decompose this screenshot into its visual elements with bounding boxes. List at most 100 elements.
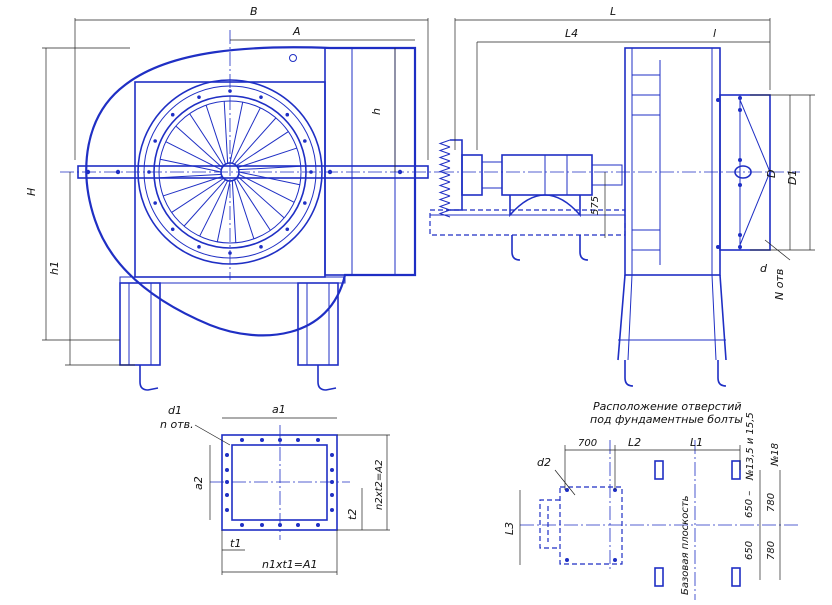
- dim-l: l: [713, 27, 716, 40]
- label-d2: d2: [537, 456, 551, 469]
- dim-780-a: 780: [766, 493, 777, 512]
- ring-bolt: [285, 112, 290, 117]
- dim-B: B: [250, 5, 258, 18]
- ring-bolt: [153, 201, 157, 205]
- bolt-hole: [654, 460, 664, 480]
- impeller-blade: [238, 165, 301, 171]
- pulley-tooth: [438, 167, 451, 176]
- inlet-nozzle: [719, 94, 771, 251]
- side-view: L L4 l D D1 d N отв 575: [429, 5, 815, 387]
- nozzle-bolt: [738, 96, 742, 100]
- foundation-view: Расположение отверстий под фундаментные …: [503, 400, 800, 600]
- ring-bolt: [197, 95, 201, 99]
- dim-780-b: 780: [766, 541, 777, 560]
- impeller-blade: [162, 176, 223, 197]
- nozzle-bolt: [738, 158, 742, 162]
- nozzle-bolt: [716, 245, 720, 249]
- nozzle-bolt: [738, 245, 742, 249]
- volute-casing: [85, 46, 417, 337]
- pulley-tooth: [438, 188, 451, 197]
- flange-hole: [225, 453, 229, 457]
- pulley-tooth: [438, 181, 451, 190]
- ring-bolt: [170, 227, 175, 232]
- impeller-blade: [175, 125, 223, 168]
- dim-t2: t2: [346, 509, 359, 520]
- impeller-blade: [216, 180, 231, 242]
- pulley-tooth: [438, 153, 451, 162]
- impeller-blade: [234, 117, 277, 165]
- flange-hole: [330, 480, 334, 484]
- dim-650-a: 650 –: [744, 491, 755, 518]
- flange-hole: [330, 493, 334, 497]
- impeller-blade: [165, 141, 222, 171]
- nozzle-bolt: [738, 233, 742, 237]
- label-base-plane: Базовая плоскость: [680, 495, 691, 595]
- flange-hole: [330, 453, 334, 457]
- dim-L2: L2: [628, 436, 641, 449]
- pulley-tooth: [438, 146, 451, 155]
- ring-bolt: [259, 245, 263, 249]
- flange-inner: [231, 444, 328, 521]
- dim-H: H: [25, 188, 38, 196]
- flange-hole: [296, 523, 300, 527]
- flange-hole: [260, 438, 264, 442]
- bolt-hole: [731, 460, 741, 480]
- bolt-hole: [654, 567, 664, 587]
- ring-bolt: [153, 139, 157, 143]
- impeller-blade: [183, 179, 226, 227]
- dim-a2: a2: [192, 476, 205, 490]
- dim-L3: L3: [503, 522, 516, 535]
- impeller-blade: [236, 131, 289, 167]
- front-view: B A h H h1: [25, 5, 440, 391]
- dim-A: A: [292, 25, 301, 38]
- nozzle-bolt: [738, 183, 742, 187]
- impeller-blade: [159, 173, 222, 179]
- ring-bolts: [147, 89, 313, 255]
- pulley-tooth: [438, 139, 451, 148]
- dim-n1xt1: n1xt1=A1: [262, 558, 318, 571]
- flange-hole: [225, 508, 229, 512]
- impeller-blade: [205, 104, 226, 165]
- flange-view: a1 a2 n2xt2=A2 t2 t1 n1xt1=A1 d1 n отв.: [160, 403, 390, 575]
- pulley-tooth: [438, 160, 451, 169]
- foundation-title-1: Расположение отверстий: [593, 400, 742, 413]
- ring-bolt: [197, 245, 201, 249]
- nozzle-bolt: [716, 98, 720, 102]
- flange-hole: [278, 438, 282, 442]
- impeller-blade: [237, 176, 285, 219]
- dim-D: D: [765, 170, 778, 178]
- ring-bolt: [303, 201, 307, 205]
- dim-a1: a1: [272, 403, 286, 416]
- impeller-blade: [199, 180, 229, 237]
- pulley-tooth: [438, 195, 451, 204]
- ring-bolt: [259, 95, 263, 99]
- dim-575: 575: [590, 196, 601, 215]
- flange-hole: [316, 438, 320, 442]
- ring-bolt: [303, 139, 307, 143]
- impeller-blades: [159, 101, 301, 243]
- foundation-housing: [559, 486, 623, 565]
- bolt-hole: [731, 567, 741, 587]
- bearing-housing: [501, 154, 593, 196]
- dim-t1: t1: [230, 537, 241, 550]
- impeller-blade: [189, 113, 225, 166]
- dim-D1: D1: [786, 170, 799, 185]
- dim-650-b: 650: [744, 541, 755, 560]
- dim-h1: h1: [48, 261, 61, 275]
- dim-700: 700: [578, 438, 597, 449]
- outlet-frame: [324, 47, 416, 276]
- right-leg: [297, 282, 339, 366]
- ring-bolt: [285, 227, 290, 232]
- dim-n2xt2: n2xt2=A2: [374, 460, 385, 510]
- impeller-blade: [223, 101, 229, 164]
- impeller-blade: [171, 177, 224, 213]
- pulley: [450, 139, 463, 211]
- flange-hole: [225, 493, 229, 497]
- impeller-blade: [234, 179, 255, 240]
- note-2: №18: [770, 443, 781, 467]
- flange-hole: [240, 438, 244, 442]
- impeller-blade: [238, 171, 300, 186]
- flange-hole: [240, 523, 244, 527]
- inspection-hole: [289, 54, 297, 62]
- foundation-bolt: [613, 558, 617, 562]
